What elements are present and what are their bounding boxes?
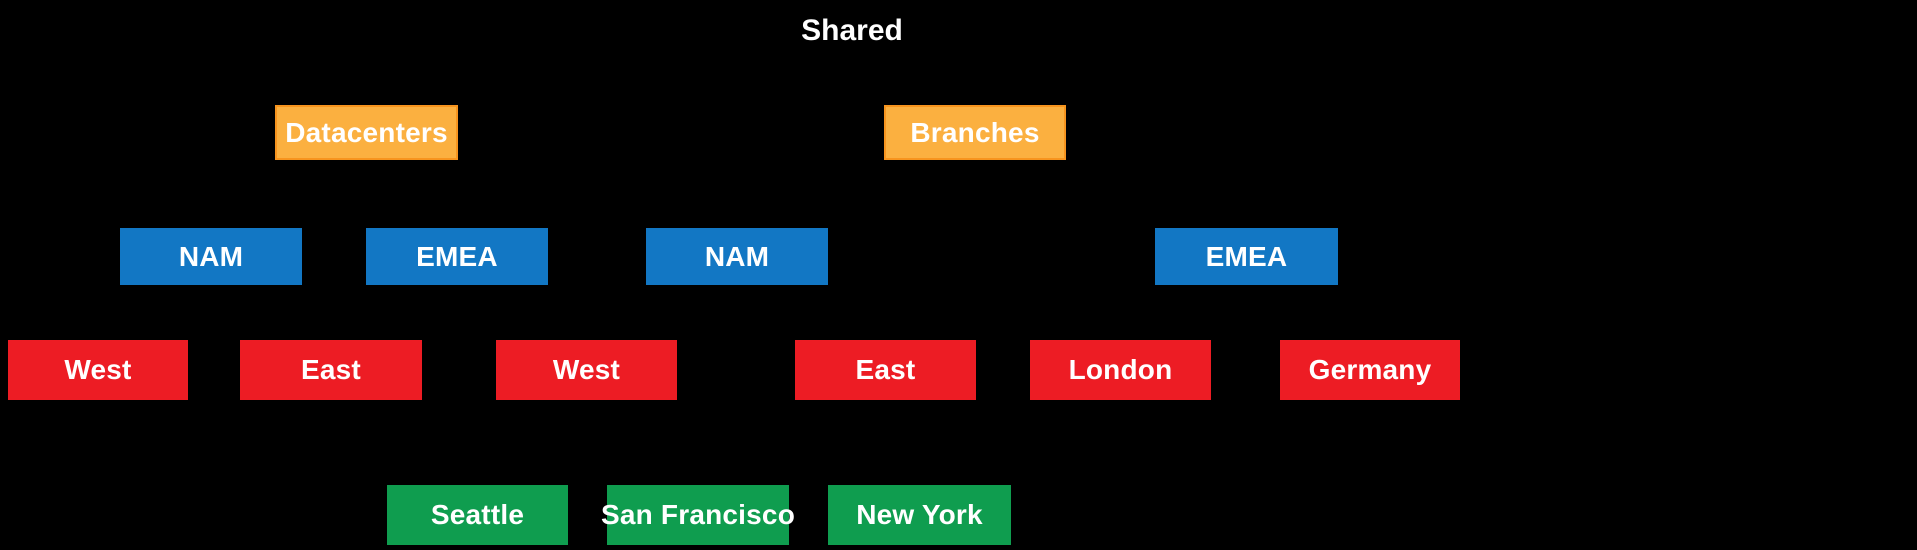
node-branches-label: Branches bbox=[910, 116, 1040, 148]
diagram-root-title: Shared bbox=[801, 14, 903, 47]
node-dc-nam-east-label: East bbox=[301, 354, 361, 385]
connector-shared-to-datacenters bbox=[365, 48, 367, 86]
connector-datacenters-to-emea bbox=[456, 162, 458, 228]
node-br-emea-germany[interactable]: Germany bbox=[1280, 340, 1460, 400]
node-branches-emea-label: EMEA bbox=[1205, 240, 1288, 272]
connector-west-to-sanfrancisco bbox=[697, 400, 699, 485]
node-br-emea-london[interactable]: London bbox=[1030, 340, 1211, 400]
node-site-san-francisco[interactable]: San Francisco bbox=[601, 485, 795, 545]
connector-east-to-newyork bbox=[919, 400, 921, 485]
node-br-nam-west[interactable]: West bbox=[496, 340, 677, 400]
connector-west-to-seattle bbox=[477, 400, 479, 485]
node-br-nam-west-label: West bbox=[552, 354, 621, 385]
node-br-nam-east[interactable]: East bbox=[795, 340, 976, 400]
node-dc-nam-west[interactable]: West bbox=[8, 340, 188, 400]
node-datacenters-emea-label: EMEA bbox=[416, 240, 498, 272]
node-site-seattle-label: Seattle bbox=[430, 499, 525, 530]
node-dc-nam-west-label: West bbox=[64, 354, 132, 385]
connector-brnam-to-west bbox=[585, 286, 587, 340]
connector-bremea-to-london bbox=[1119, 286, 1121, 340]
node-site-new-york[interactable]: New York bbox=[828, 485, 1011, 545]
node-dc-nam-east[interactable]: East bbox=[240, 340, 422, 400]
node-datacenters-emea[interactable]: EMEA bbox=[366, 228, 548, 285]
node-site-san-francisco-label: San Francisco bbox=[601, 499, 796, 530]
node-br-emea-germany-label: Germany bbox=[1308, 354, 1432, 385]
node-datacenters-label: Datacenters bbox=[285, 116, 448, 148]
connector-branches-to-emea bbox=[1245, 162, 1247, 228]
node-site-seattle[interactable]: Seattle bbox=[387, 485, 568, 545]
connector-shared-to-branches bbox=[973, 48, 975, 86]
node-datacenters-nam[interactable]: NAM bbox=[120, 228, 302, 285]
node-branches-emea[interactable]: EMEA bbox=[1155, 228, 1338, 285]
connector-bremea-to-germany bbox=[1369, 286, 1371, 340]
connector-brnam-to-east bbox=[884, 286, 886, 340]
connector-branches-to-nam bbox=[736, 162, 738, 228]
node-branches-nam-label: NAM bbox=[704, 240, 770, 272]
node-datacenters-nam-label: NAM bbox=[178, 240, 244, 272]
node-branches-nam[interactable]: NAM bbox=[646, 228, 828, 285]
node-branches[interactable]: Branches bbox=[884, 105, 1066, 160]
connector-dcnam-to-east bbox=[330, 286, 332, 340]
node-datacenters[interactable]: Datacenters bbox=[275, 105, 458, 160]
connector-datacenters-to-nam bbox=[210, 162, 212, 228]
node-br-emea-london-label: London bbox=[1068, 354, 1173, 385]
connector-dcnam-to-west bbox=[96, 286, 98, 340]
node-site-new-york-label: New York bbox=[856, 499, 983, 530]
node-br-nam-east-label: East bbox=[855, 354, 916, 385]
